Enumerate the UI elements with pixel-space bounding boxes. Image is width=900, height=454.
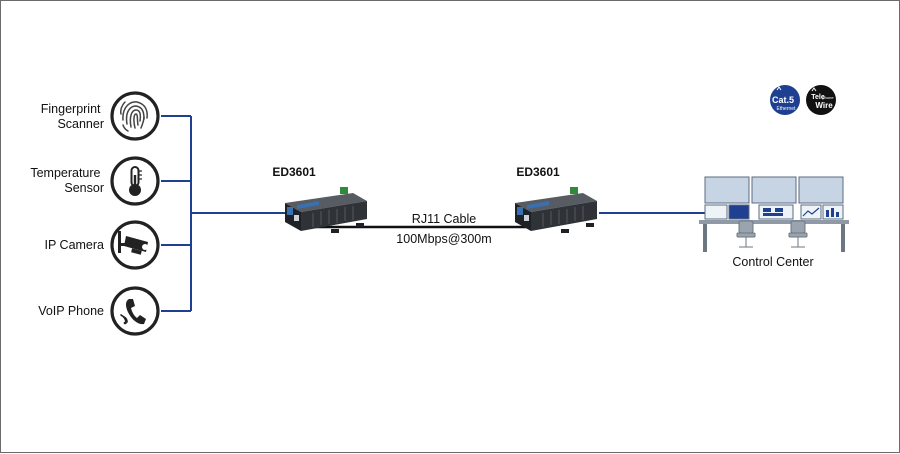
temperature-label-line1: Temperature	[30, 166, 100, 180]
camera-icon	[110, 220, 160, 270]
right-extender-device	[515, 187, 597, 233]
fingerprint-label-line1: Fingerprint	[41, 102, 101, 116]
left-extender-device	[285, 187, 367, 233]
temperature-label-line2: Sensor	[64, 181, 104, 195]
telephone-wire-badge: Tele phone Wire	[806, 85, 836, 115]
device-label-temperature: Temperature Sensor	[30, 166, 104, 195]
device-label-camera: IP Camera	[44, 238, 104, 252]
control-center-illustration	[699, 176, 849, 252]
device-bus	[161, 115, 289, 312]
fingerprint-label-line2: Scanner	[57, 117, 104, 131]
cable-name-label: RJ11 Cable	[412, 212, 476, 226]
fingerprint-icon	[110, 91, 160, 141]
cat5-badge-sub: Ethernet	[777, 106, 797, 112]
left-extender-label: ED3601	[272, 165, 316, 179]
tel-badge-wire: Wire	[815, 101, 833, 110]
tel-badge-sub: phone	[822, 95, 834, 100]
right-extender-label: ED3601	[516, 165, 560, 179]
cat5-ethernet-badge: Cat.5 Ethernet	[770, 85, 800, 115]
cable-spec-label: 100Mbps@300m	[396, 232, 491, 246]
thermometer-icon	[110, 156, 160, 206]
phone-icon	[110, 286, 160, 336]
cat5-badge-main: Cat.5	[772, 95, 794, 105]
tel-badge-main: Tele	[811, 94, 825, 101]
device-label-fingerprint: Fingerprint Scanner	[41, 102, 104, 131]
device-label-phone: VoIP Phone	[38, 304, 104, 318]
control-center-label: Control Center	[732, 255, 813, 269]
